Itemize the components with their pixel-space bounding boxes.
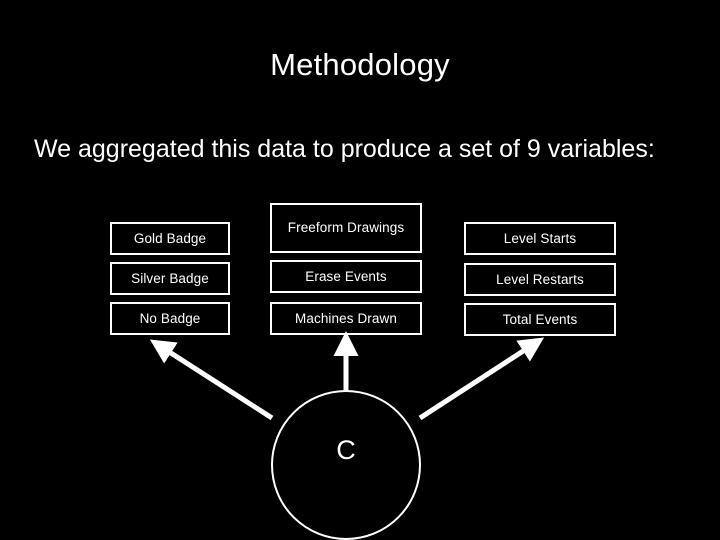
- box-freeform-drawings[interactable]: Freeform Drawings: [270, 203, 422, 253]
- box-no-badge[interactable]: No Badge: [110, 302, 230, 335]
- arrow-right: [418, 337, 545, 421]
- box-machines-drawn[interactable]: Machines Drawn: [270, 302, 422, 335]
- box-level-restarts[interactable]: Level Restarts: [464, 263, 616, 296]
- box-silver-badge[interactable]: Silver Badge: [110, 262, 230, 295]
- box-label: Total Events: [502, 311, 578, 327]
- box-label: No Badge: [139, 310, 201, 326]
- box-label: Freeform Drawings: [287, 220, 405, 236]
- box-label: Gold Badge: [133, 230, 207, 246]
- box-label: Machines Drawn: [295, 310, 397, 326]
- arrow-left: [149, 339, 274, 421]
- page-title: Methodology: [270, 47, 450, 82]
- box-label: Silver Badge: [131, 270, 209, 286]
- box-gold-badge[interactable]: Gold Badge: [110, 222, 230, 255]
- body-text: We aggregated this data to produce a set…: [34, 135, 655, 163]
- box-label: Level Starts: [503, 230, 577, 246]
- box-level-starts[interactable]: Level Starts: [464, 222, 616, 255]
- box-erase-events[interactable]: Erase Events: [270, 260, 422, 293]
- box-label: Level Restarts: [496, 271, 584, 287]
- center-circle-label: C: [336, 435, 356, 465]
- box-label: Erase Events: [305, 268, 387, 284]
- box-total-events[interactable]: Total Events: [464, 303, 616, 336]
